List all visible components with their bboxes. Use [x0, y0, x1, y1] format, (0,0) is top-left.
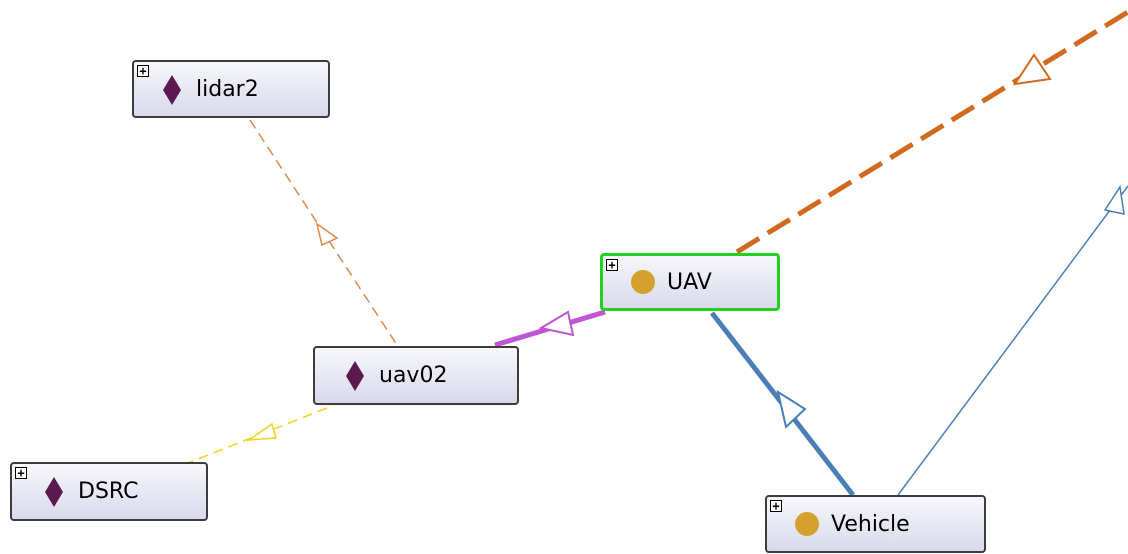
diamond-icon — [160, 74, 184, 105]
arrowhead-uav-offscreen — [1012, 53, 1052, 86]
node-vehicle[interactable]: + Vehicle — [765, 495, 986, 553]
node-lidar2[interactable]: + lidar2 — [132, 60, 330, 118]
node-label: Vehicle — [831, 511, 910, 537]
node-label: lidar2 — [196, 76, 259, 102]
node-dsrc[interactable]: + DSRC — [10, 462, 208, 521]
node-label: DSRC — [78, 479, 139, 504]
expand-icon[interactable]: + — [15, 467, 27, 479]
circle-icon — [795, 512, 819, 536]
node-label: UAV — [667, 269, 712, 295]
edge-uav02-dsrc — [187, 407, 328, 464]
expand-icon[interactable]: + — [770, 500, 782, 512]
edge-vehicle-offscreen — [897, 185, 1128, 496]
node-uav02[interactable]: uav02 — [313, 346, 519, 405]
arrowhead-vehicle-offscreen — [1103, 184, 1125, 215]
arrowhead-uav-uav02 — [538, 310, 575, 337]
expand-icon[interactable]: + — [137, 65, 149, 77]
diamond-icon — [42, 477, 66, 507]
arrowhead-vehicle-uav — [776, 389, 807, 429]
node-label: uav02 — [379, 363, 448, 388]
edge-uav-offscreen — [735, 9, 1128, 255]
diamond-icon — [343, 361, 367, 391]
expand-icon[interactable]: + — [606, 259, 618, 271]
arrowhead-uav02-dsrc — [246, 422, 277, 441]
arrowhead-lidar2-uav02 — [315, 222, 339, 247]
node-uav[interactable]: + UAV — [600, 253, 780, 311]
circle-icon — [631, 270, 655, 294]
